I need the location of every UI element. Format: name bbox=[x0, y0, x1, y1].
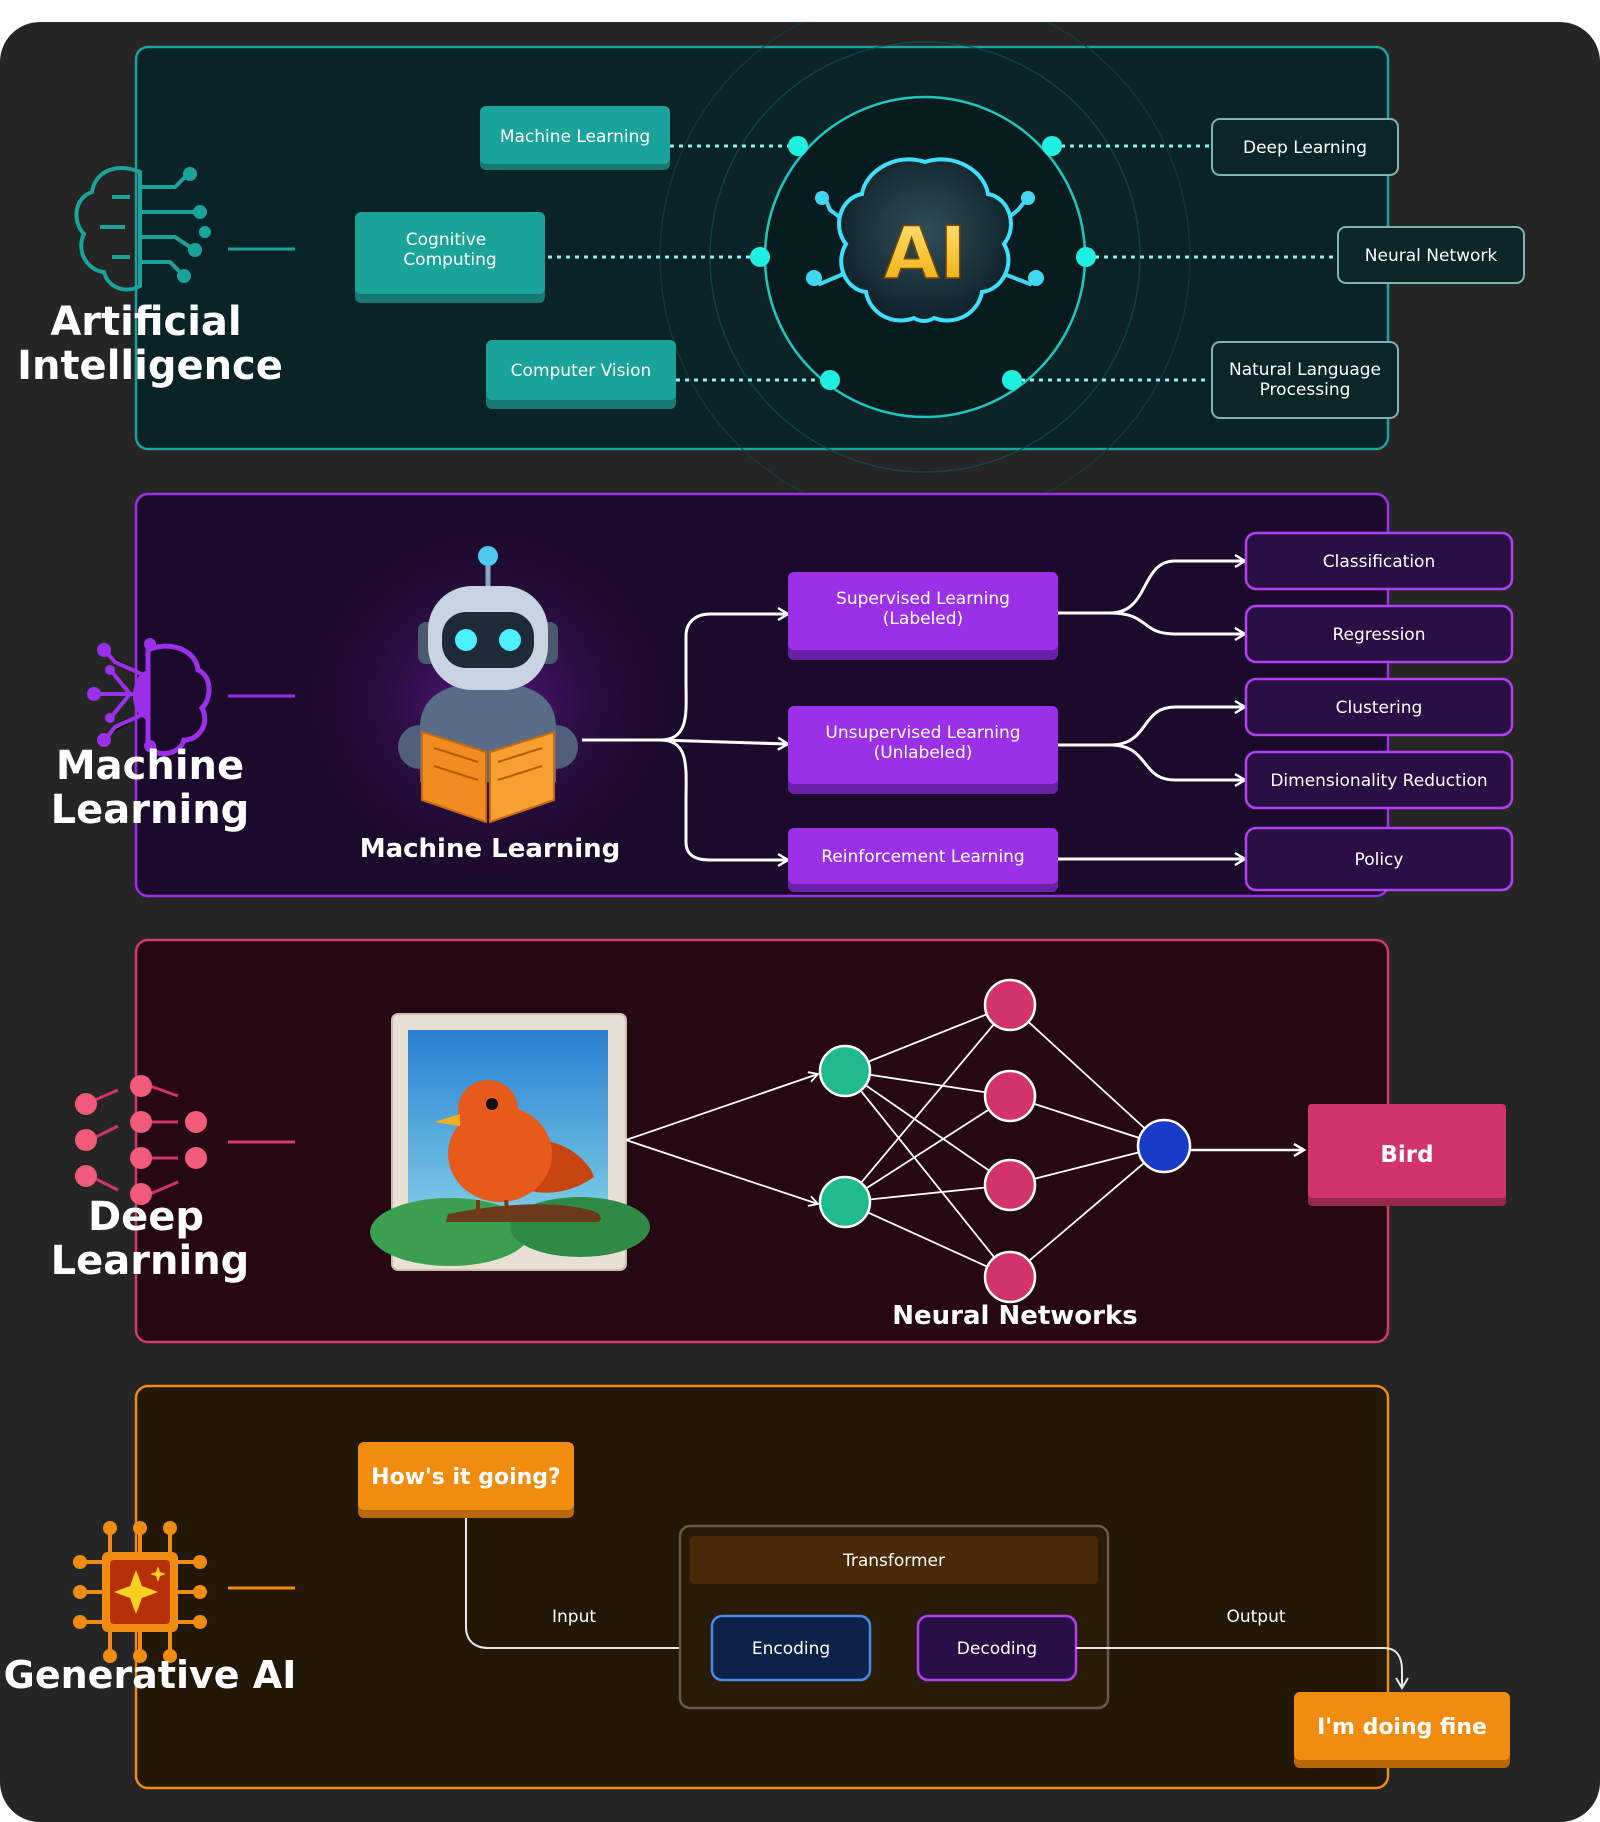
dl-section-title: Learning bbox=[51, 1238, 250, 1284]
ml-outcome-label: Regression bbox=[1333, 625, 1426, 645]
gen-output-label: Output bbox=[1226, 1607, 1285, 1627]
ml-section: Machine Learning Supervised Learning (La… bbox=[51, 492, 1514, 898]
diagram-svg: AI Machine Learning Cognitive Computing … bbox=[4, 22, 1525, 1790]
ml-outcome-label: Classification bbox=[1323, 552, 1435, 572]
ai-node-label: Processing bbox=[1260, 380, 1351, 400]
ai-section-title: Artificial bbox=[50, 299, 241, 345]
gen-transformer: Transformer Encoding Decoding bbox=[678, 1524, 1110, 1710]
gen-section: How's it going? Input Transformer Encodi… bbox=[4, 1384, 1510, 1790]
ai-node-label: Computing bbox=[403, 250, 496, 270]
gen-input-bubble[interactable]: How's it going? bbox=[358, 1442, 574, 1518]
ai-node-label: Neural Network bbox=[1365, 246, 1498, 266]
dl-output-bird[interactable]: Bird bbox=[1308, 1104, 1506, 1206]
ai-section-title: Intelligence bbox=[17, 343, 283, 389]
ml-type-reinforcement[interactable]: Reinforcement Learning bbox=[788, 828, 1058, 892]
ml-outcome-dimensionality-reduction[interactable]: Dimensionality Reduction bbox=[1244, 750, 1514, 810]
gen-encoding-label: Encoding bbox=[752, 1639, 830, 1659]
dl-output-label: Bird bbox=[1380, 1142, 1433, 1168]
nn-input-node bbox=[818, 1175, 872, 1229]
nn-hidden-node bbox=[983, 1069, 1037, 1123]
ai-node-nlp[interactable]: Natural Language Processing bbox=[1211, 341, 1399, 419]
ml-type-label: (Unlabeled) bbox=[874, 743, 973, 763]
gen-output-text: I'm doing fine bbox=[1317, 1715, 1487, 1740]
gen-decoding-label: Decoding bbox=[957, 1639, 1037, 1659]
gen-output-bubble[interactable]: I'm doing fine bbox=[1294, 1692, 1510, 1768]
ml-outcome-label: Dimensionality Reduction bbox=[1270, 771, 1487, 791]
diagram-canvas: AI Machine Learning Cognitive Computing … bbox=[0, 22, 1600, 1822]
ml-type-supervised[interactable]: Supervised Learning (Labeled) bbox=[788, 572, 1058, 660]
ml-outcome-classification[interactable]: Classification bbox=[1244, 531, 1514, 591]
ml-outcome-label: Clustering bbox=[1336, 698, 1423, 718]
brain-circuit-icon bbox=[74, 166, 211, 292]
ml-outcome-regression[interactable]: Regression bbox=[1244, 604, 1514, 664]
nn-output-node bbox=[1136, 1118, 1192, 1174]
gen-transformer-label: Transformer bbox=[842, 1551, 945, 1571]
nn-input-node bbox=[818, 1044, 872, 1098]
sparkle-chip-icon bbox=[73, 1521, 207, 1663]
ai-node-deep-learning[interactable]: Deep Learning bbox=[1211, 118, 1399, 176]
ml-type-label: Supervised Learning bbox=[836, 589, 1010, 609]
bird-photo-icon bbox=[370, 1013, 650, 1271]
gen-section-title: Generative AI bbox=[4, 1653, 297, 1697]
ml-type-label: (Labeled) bbox=[883, 609, 963, 629]
ai-node-label: Deep Learning bbox=[1243, 138, 1367, 158]
ml-type-label: Unsupervised Learning bbox=[825, 723, 1020, 743]
dl-section-title: Deep bbox=[88, 1194, 204, 1240]
gen-input-text: How's it going? bbox=[371, 1465, 561, 1490]
ml-outcome-label: Policy bbox=[1355, 850, 1404, 870]
gen-input-label: Input bbox=[552, 1607, 596, 1627]
ml-type-label: Reinforcement Learning bbox=[821, 847, 1024, 867]
ai-core-label: AI bbox=[884, 211, 967, 295]
dl-panel bbox=[134, 938, 1390, 1344]
ai-node-label: Computer Vision bbox=[511, 361, 652, 381]
ai-node-label: Natural Language bbox=[1229, 360, 1381, 380]
gen-encoding-block[interactable]: Encoding bbox=[710, 1614, 872, 1682]
robot-reading-book-icon bbox=[398, 546, 578, 824]
dl-network-caption: Neural Networks bbox=[892, 1301, 1138, 1331]
ai-brain-chip-icon: AI bbox=[806, 157, 1044, 323]
gen-decoding-block[interactable]: Decoding bbox=[916, 1614, 1078, 1682]
ml-outcome-clustering[interactable]: Clustering bbox=[1244, 677, 1514, 737]
ml-section-title: Learning bbox=[51, 787, 250, 833]
ai-node-cognitive-computing[interactable]: Cognitive Computing bbox=[355, 212, 545, 303]
ml-outcome-policy[interactable]: Policy bbox=[1244, 826, 1514, 892]
nn-hidden-node bbox=[983, 1158, 1037, 1212]
nn-hidden-node bbox=[983, 978, 1037, 1032]
neural-dots-icon bbox=[75, 1075, 207, 1205]
nn-hidden-node bbox=[983, 1250, 1037, 1304]
ml-type-unsupervised[interactable]: Unsupervised Learning (Unlabeled) bbox=[788, 706, 1058, 794]
ai-section: AI Machine Learning Cognitive Computing … bbox=[17, 22, 1525, 523]
ai-node-machine-learning[interactable]: Machine Learning bbox=[480, 106, 670, 170]
dl-section: Neural Networks Bird bbox=[51, 938, 1506, 1344]
ai-node-neural-network[interactable]: Neural Network bbox=[1337, 226, 1525, 284]
ai-node-label: Cognitive bbox=[406, 230, 486, 250]
ai-node-label: Machine Learning bbox=[500, 127, 650, 147]
ml-section-title: Machine bbox=[56, 743, 244, 789]
ai-node-computer-vision[interactable]: Computer Vision bbox=[486, 340, 676, 409]
half-brain-circuit-icon bbox=[87, 638, 212, 757]
ml-robot-caption: Machine Learning bbox=[360, 834, 621, 864]
